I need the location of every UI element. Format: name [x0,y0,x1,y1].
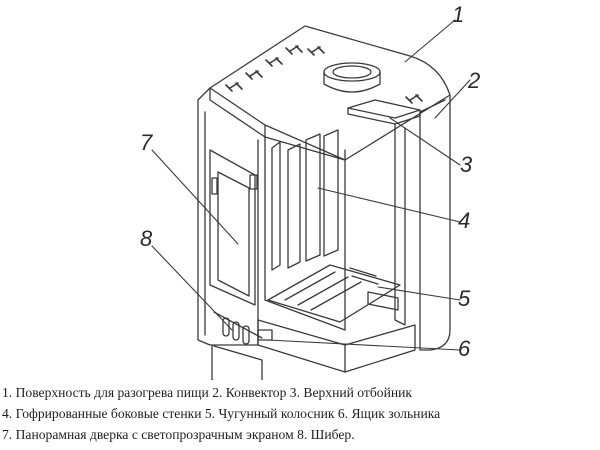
top-front-edge [209,87,266,138]
front-left-frame [197,99,259,346]
callout-4: 4 [458,208,470,233]
callout-8: 8 [140,226,153,251]
upper-deflector-3 [347,99,421,119]
convector-panel-2 [419,94,451,351]
legend-line-1: 1. Поверхность для разогрева пищи 2. Кон… [2,385,413,400]
legend-line-3: 7. Панорамная дверка с светопрозрачным э… [2,427,355,442]
callout-5: 5 [458,286,471,311]
shutter-8 [213,311,263,380]
stove-diagram: 1 2 3 4 5 6 7 8 [140,2,480,380]
leader-lines [151,19,471,351]
cast-iron-grate-5 [267,264,401,323]
callout-7: 7 [140,130,153,155]
panoramic-door-7 [209,149,256,306]
top-clips [225,45,423,104]
callout-6: 6 [458,336,471,361]
callout-2: 2 [467,68,480,93]
cooking-surface-top [209,25,451,161]
callout-3: 3 [460,152,473,177]
callout-1: 1 [452,2,464,27]
door-glass [217,171,250,297]
legend-line-2: 4. Гофрированные боковые стенки 5. Чугун… [2,406,441,421]
burner-ring [323,62,381,93]
legend: 1. Поверхность для разогрева пищи 2. Кон… [2,382,600,445]
corrugated-walls-4 [271,129,339,271]
